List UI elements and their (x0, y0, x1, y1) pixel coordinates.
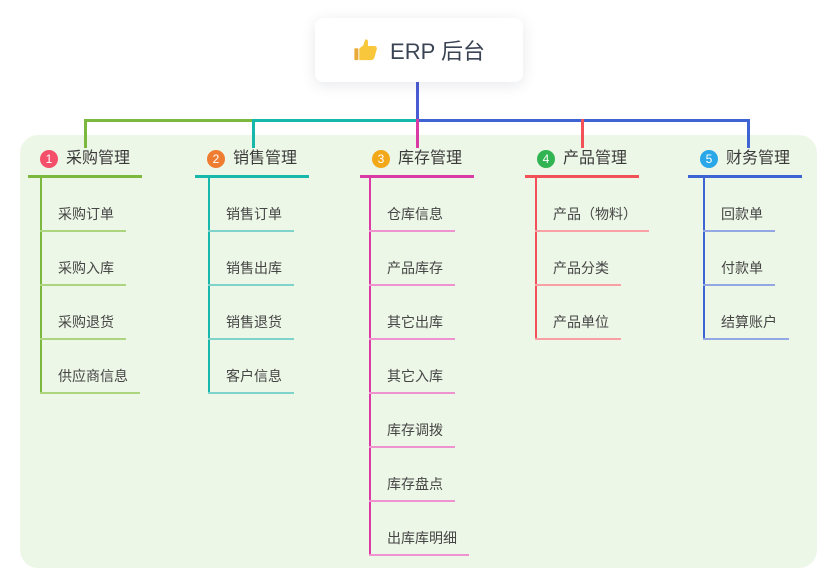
branch2-number-badge: 2 (207, 150, 225, 168)
node-supplier-info[interactable]: 供应商信息 (40, 366, 140, 394)
branch5-trunk-line (703, 178, 705, 340)
node-sales-order[interactable]: 销售订单 (208, 204, 294, 232)
node-product-material[interactable]: 产品（物料） (535, 204, 649, 232)
branch2-title-label: 销售管理 (233, 150, 298, 167)
node-stock-taking[interactable]: 库存盘点 (369, 474, 455, 502)
node-other-outbound[interactable]: 其它出库 (369, 312, 455, 340)
branch-title-sales[interactable]: 2 销售管理 (195, 147, 310, 178)
branch3-number-badge: 3 (372, 150, 390, 168)
node-settlement-account[interactable]: 结算账户 (703, 312, 789, 340)
node-warehouse-info[interactable]: 仓库信息 (369, 204, 455, 232)
node-other-inbound[interactable]: 其它入库 (369, 366, 455, 394)
branch2-drop-line (252, 119, 255, 148)
node-sales-return[interactable]: 销售退货 (208, 312, 294, 340)
branch1-drop-line (84, 119, 87, 148)
branch3-trunk-line (369, 178, 371, 556)
node-stock-transfer[interactable]: 库存调拨 (369, 420, 455, 448)
node-purchase-order[interactable]: 采购订单 (40, 204, 126, 232)
node-product-stock[interactable]: 产品库存 (369, 258, 455, 286)
root-node[interactable]: ERP 后台 (315, 18, 523, 82)
connector-bar-green (84, 119, 254, 122)
branch1-number-badge: 1 (40, 150, 58, 168)
branch2-trunk-line (208, 178, 210, 394)
branch4-drop-line (581, 119, 584, 148)
node-sales-outbound[interactable]: 销售出库 (208, 258, 294, 286)
branch5-title-label: 财务管理 (726, 150, 791, 167)
branch-title-finance[interactable]: 5 财务管理 (688, 147, 803, 178)
node-purchase-inbound[interactable]: 采购入库 (40, 258, 126, 286)
node-product-unit[interactable]: 产品单位 (535, 312, 621, 340)
mindmap-panel (20, 135, 817, 568)
branch4-trunk-line (535, 178, 537, 340)
root-title: ERP 后台 (390, 39, 485, 64)
node-receipt-bill[interactable]: 回款单 (703, 204, 775, 232)
root-connector-line (416, 82, 419, 122)
branch-title-purchase[interactable]: 1 采购管理 (28, 147, 143, 178)
thumbs-up-icon (353, 37, 380, 64)
branch4-number-badge: 4 (537, 150, 555, 168)
branch5-drop-line (747, 119, 750, 148)
branch1-trunk-line (40, 178, 42, 394)
branch5-number-badge: 5 (700, 150, 718, 168)
node-customer-info[interactable]: 客户信息 (208, 366, 294, 394)
connector-bar-teal (252, 119, 419, 122)
branch3-drop-line (416, 119, 419, 148)
branch4-title-label: 产品管理 (563, 150, 628, 167)
node-product-category[interactable]: 产品分类 (535, 258, 621, 286)
node-outbound-detail[interactable]: 出库库明细 (369, 528, 469, 556)
node-payment-bill[interactable]: 付款单 (703, 258, 775, 286)
node-purchase-return[interactable]: 采购退货 (40, 312, 126, 340)
branch-title-product[interactable]: 4 产品管理 (525, 147, 640, 178)
branch1-title-label: 采购管理 (66, 150, 131, 167)
branch3-title-label: 库存管理 (398, 150, 463, 167)
branch-title-inventory[interactable]: 3 库存管理 (360, 147, 475, 178)
